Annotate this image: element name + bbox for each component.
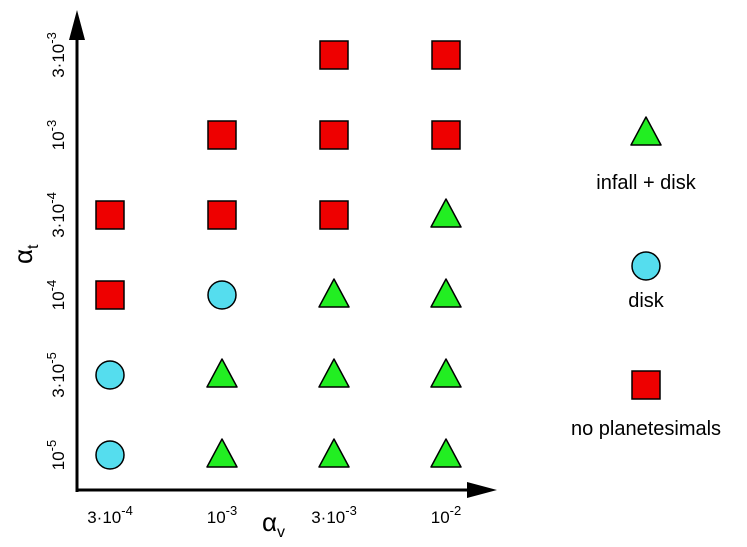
x-tick-label: 10-2 — [431, 503, 461, 527]
data-markers — [95, 40, 462, 470]
triangle-marker — [430, 438, 462, 468]
triangle-marker — [430, 358, 462, 388]
y-tick-label: 10-3 — [44, 120, 68, 150]
square-marker — [207, 200, 237, 230]
square-marker — [95, 200, 125, 230]
square-marker — [319, 40, 349, 70]
legend-circle-marker — [631, 251, 661, 281]
circle-marker — [95, 360, 125, 390]
legend-item-infall-disk: infall + disk — [596, 116, 697, 194]
triangle-marker — [206, 358, 238, 388]
legend-item-disk: disk — [628, 251, 665, 312]
y-tick-label: 10-5 — [44, 440, 68, 470]
triangle-marker — [430, 278, 462, 308]
x-tick-label: 10-3 — [207, 503, 237, 527]
legend-triangle-marker — [630, 116, 662, 146]
legend-label-no-planetesimals: no planetesimals — [571, 418, 721, 440]
y-tick-label: 3·10-5 — [44, 352, 68, 398]
triangle-marker — [318, 278, 350, 308]
circle-marker — [95, 440, 125, 470]
y-axis-arrow — [69, 10, 85, 40]
x-tick-labels: 3·10-4 10-3 3·10-3 10-2 — [87, 503, 461, 527]
triangle-marker — [318, 438, 350, 468]
legend-triangle — [630, 116, 662, 146]
y-axis-label-subscript: t — [25, 244, 42, 249]
y-tick-label: 10-4 — [44, 280, 68, 310]
legend-item-no-planetesimals: no planetesimals — [571, 370, 721, 440]
x-tick-label: 3·10-3 — [311, 503, 357, 527]
legend-circle — [631, 251, 661, 281]
y-tick-label: 3·10-3 — [44, 32, 68, 78]
y-axis-label: αt — [8, 244, 42, 264]
square-marker — [431, 120, 461, 150]
x-axis-label: αv — [262, 507, 285, 541]
legend-label-disk: disk — [628, 290, 665, 312]
x-tick-label: 3·10-4 — [87, 503, 133, 527]
square-marker — [207, 120, 237, 150]
square-marker — [319, 200, 349, 230]
legend: infall + disk disk no planetesimals — [571, 116, 721, 440]
legend-square — [631, 370, 661, 400]
y-tick-labels: 10-5 3·10-5 10-4 3·10-4 10-3 3·10-3 — [44, 32, 68, 470]
square-marker — [431, 40, 461, 70]
y-tick-label: 3·10-4 — [44, 192, 68, 238]
triangle-marker — [430, 198, 462, 228]
legend-label-infall-disk: infall + disk — [596, 172, 696, 194]
square-marker — [319, 120, 349, 150]
legend-square-marker — [631, 370, 661, 400]
circle-marker — [207, 280, 237, 310]
axes — [69, 10, 497, 498]
x-axis-label-subscript: v — [277, 524, 285, 541]
triangle-marker — [206, 438, 238, 468]
triangle-marker — [318, 358, 350, 388]
x-axis-arrow — [467, 482, 497, 498]
square-marker — [95, 280, 125, 310]
